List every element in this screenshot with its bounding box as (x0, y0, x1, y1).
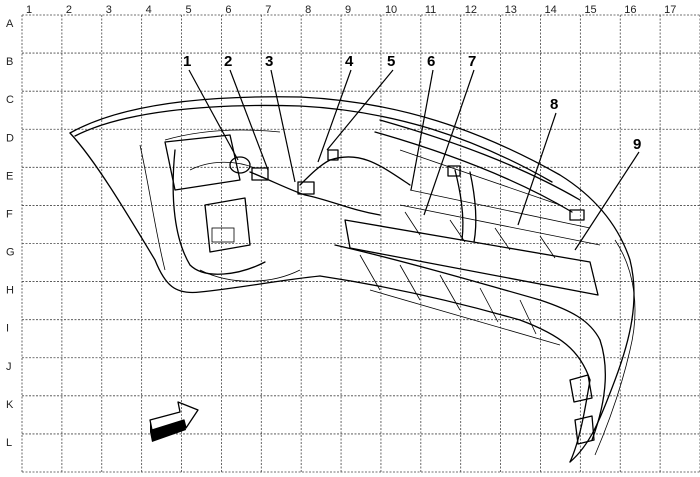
callout-7: 7 (468, 53, 476, 70)
grid-row-label: G (6, 247, 15, 259)
callout-4: 4 (345, 53, 354, 70)
grid-row-label: B (6, 56, 13, 68)
grid-column-label: 5 (186, 4, 192, 16)
wiring-harness (172, 149, 477, 282)
grille-opening (344, 189, 601, 346)
grid-column-label: 12 (465, 4, 477, 16)
grid-row-label: C (6, 94, 14, 106)
grid-column-label: 2 (66, 4, 72, 16)
right-corner-bracket (569, 374, 595, 445)
grid-row-label: I (6, 323, 9, 335)
grid-column-label: 6 (225, 4, 231, 16)
grid-row-label: J (6, 361, 12, 373)
front-bumper-fascia (69, 96, 636, 463)
grid-row-label: H (6, 285, 14, 297)
grid-column-label: 11 (425, 4, 436, 16)
grid-column-label: 16 (624, 4, 636, 16)
grid-row-label: A (6, 18, 14, 30)
grid-column-label: 14 (544, 4, 556, 16)
grid-column-label: 17 (664, 4, 676, 16)
grid-column-label: 8 (305, 4, 311, 16)
callout-leaders (188, 69, 640, 251)
grid-row-label: L (6, 437, 12, 449)
grid-row-label: F (6, 208, 13, 220)
grid-column-label: 10 (385, 4, 397, 16)
grid-column-label: 3 (106, 4, 112, 16)
grid-row-label: E (6, 170, 13, 182)
grid-row-label: K (6, 399, 14, 411)
callout-1: 1 (183, 53, 191, 70)
grid-row-labels: A B C D E F G H I J K L (6, 18, 15, 449)
grid-column-label: 9 (345, 4, 351, 16)
callout-2: 2 (224, 53, 232, 70)
grid-column-label: 1 (26, 4, 32, 16)
grid-column-label: 13 (505, 4, 517, 16)
callout-3: 3 (265, 53, 273, 70)
grid-column-label: 7 (265, 4, 271, 16)
grid-column-label: 4 (146, 4, 152, 16)
callout-number-labels: 1 2 3 4 5 6 7 8 9 (183, 53, 641, 153)
bumper-reinforcement-bar (374, 119, 581, 213)
reference-grid (21, 14, 700, 473)
callout-9: 9 (633, 136, 641, 153)
fog-lamp-housing (164, 134, 256, 253)
grid-column-label: 15 (584, 4, 596, 16)
front-direction-arrow (149, 401, 199, 442)
callout-8: 8 (550, 96, 558, 113)
callout-6: 6 (427, 53, 435, 70)
callout-5: 5 (387, 53, 395, 70)
grid-row-label: D (6, 132, 14, 144)
wiring-connectors (251, 149, 585, 221)
